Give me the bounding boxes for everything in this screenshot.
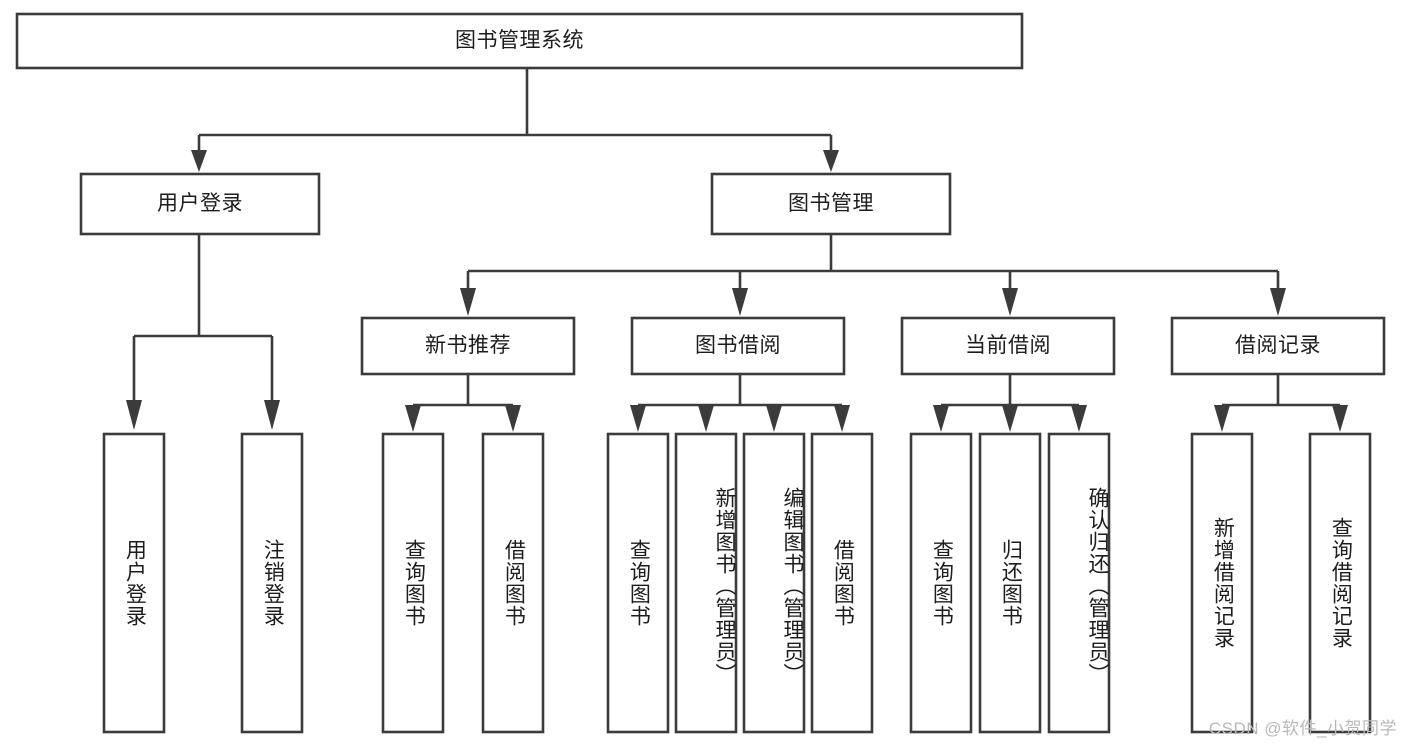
- node-label-leaf-borrow-record-2: 查询借阅记录: [1329, 517, 1353, 649]
- node-box-root[interactable]: [15, 12, 1024, 70]
- node-box-leaf-current-borrow-3[interactable]: [1047, 432, 1111, 734]
- node-box-leaf-borrow-record-1[interactable]: [1190, 432, 1254, 734]
- arrow-head-book-borrow-leaf-2: [698, 405, 714, 432]
- node-label-leaf-current-borrow-1: 查询图书: [930, 539, 954, 627]
- node-label-leaf-book-borrow-3: 编辑图书（管理员）: [781, 487, 804, 685]
- node-label-leaf-new-book-2: 借阅图书: [502, 539, 526, 627]
- node-box-leaf-book-borrow-1[interactable]: [606, 432, 670, 734]
- node-box-current-borrow[interactable]: [900, 316, 1116, 376]
- node-box-book-management[interactable]: [710, 172, 952, 236]
- node-label-leaf-user-login-1: 用户登录: [123, 539, 147, 627]
- node-box-new-book-recommend[interactable]: [360, 316, 576, 376]
- node-label-leaf-current-borrow-2: 归还图书: [999, 539, 1023, 627]
- node-label-current-borrow: 当前借阅: [965, 334, 1051, 358]
- arrow-head-book-mgmt: [823, 150, 839, 172]
- node-box-leaf-current-borrow-2[interactable]: [978, 432, 1042, 734]
- node-box-leaf-user-login-1[interactable]: [102, 432, 166, 734]
- node-box-leaf-book-borrow-2[interactable]: [674, 432, 738, 734]
- arrow-head-borrow-record-leaf-2: [1332, 405, 1348, 432]
- node-label-borrow-record: 借阅记录: [1235, 334, 1321, 358]
- arrow-head-borrow-record-leaf-1: [1214, 405, 1230, 432]
- node-label-leaf-book-borrow-2: 新增图书（管理员）: [713, 487, 736, 685]
- arrow-head-book-borrow-leaf-3: [766, 405, 782, 432]
- arrow-head-user-login-leaf-2: [264, 400, 280, 430]
- arrow-head-new-book-leaf-2: [505, 405, 521, 432]
- node-label-leaf-new-book-1: 查询图书: [402, 539, 426, 627]
- node-label-new-book-recommend: 新书推荐: [425, 334, 511, 358]
- node-box-leaf-borrow-record-2[interactable]: [1308, 432, 1372, 734]
- arrow-head-level3-borrow-record: [1270, 288, 1286, 316]
- node-label-root: 图书管理系统: [455, 29, 584, 53]
- arrow-head-user-login: [191, 150, 207, 172]
- arrow-head-level3-current-borrow: [1002, 288, 1018, 316]
- arrow-head-current-borrow-leaf-1: [933, 405, 949, 432]
- node-label-leaf-current-borrow-3: 确认归还（管理员）: [1086, 487, 1109, 685]
- node-box-leaf-user-login-2[interactable]: [240, 432, 304, 734]
- node-box-leaf-book-borrow-4[interactable]: [810, 432, 874, 734]
- node-label-user-login: 用户登录: [157, 192, 243, 216]
- arrow-head-user-login-leaf-1: [126, 400, 142, 430]
- node-box-leaf-current-borrow-1[interactable]: [909, 432, 973, 734]
- node-box-leaf-book-borrow-3[interactable]: [742, 432, 806, 734]
- node-box-book-borrow[interactable]: [630, 316, 846, 376]
- watermark-text: CSDN @软件_小贺同学: [1208, 719, 1397, 738]
- node-label-leaf-borrow-record-1: 新增借阅记录: [1211, 517, 1235, 649]
- node-label-leaf-book-borrow-1: 查询图书: [627, 539, 651, 627]
- arrow-head-current-borrow-leaf-3: [1071, 405, 1087, 432]
- arrow-head-level3-new-book: [460, 288, 476, 316]
- node-label-leaf-book-borrow-4: 借阅图书: [831, 539, 855, 627]
- node-label-book-management: 图书管理: [788, 192, 874, 216]
- node-label-book-borrow: 图书借阅: [695, 334, 781, 358]
- arrow-head-level3-book-borrow: [732, 288, 748, 316]
- arrow-head-new-book-leaf-1: [405, 405, 421, 432]
- arrow-head-book-borrow-leaf-1: [630, 405, 646, 432]
- arrow-head-current-borrow-leaf-2: [1002, 405, 1018, 432]
- node-label-leaf-user-login-2: 注销登录: [261, 539, 285, 627]
- arrow-head-book-borrow-leaf-4: [834, 405, 850, 432]
- node-box-leaf-new-book-2[interactable]: [481, 432, 545, 734]
- node-box-user-login[interactable]: [79, 172, 321, 236]
- node-box-leaf-new-book-1[interactable]: [381, 432, 445, 734]
